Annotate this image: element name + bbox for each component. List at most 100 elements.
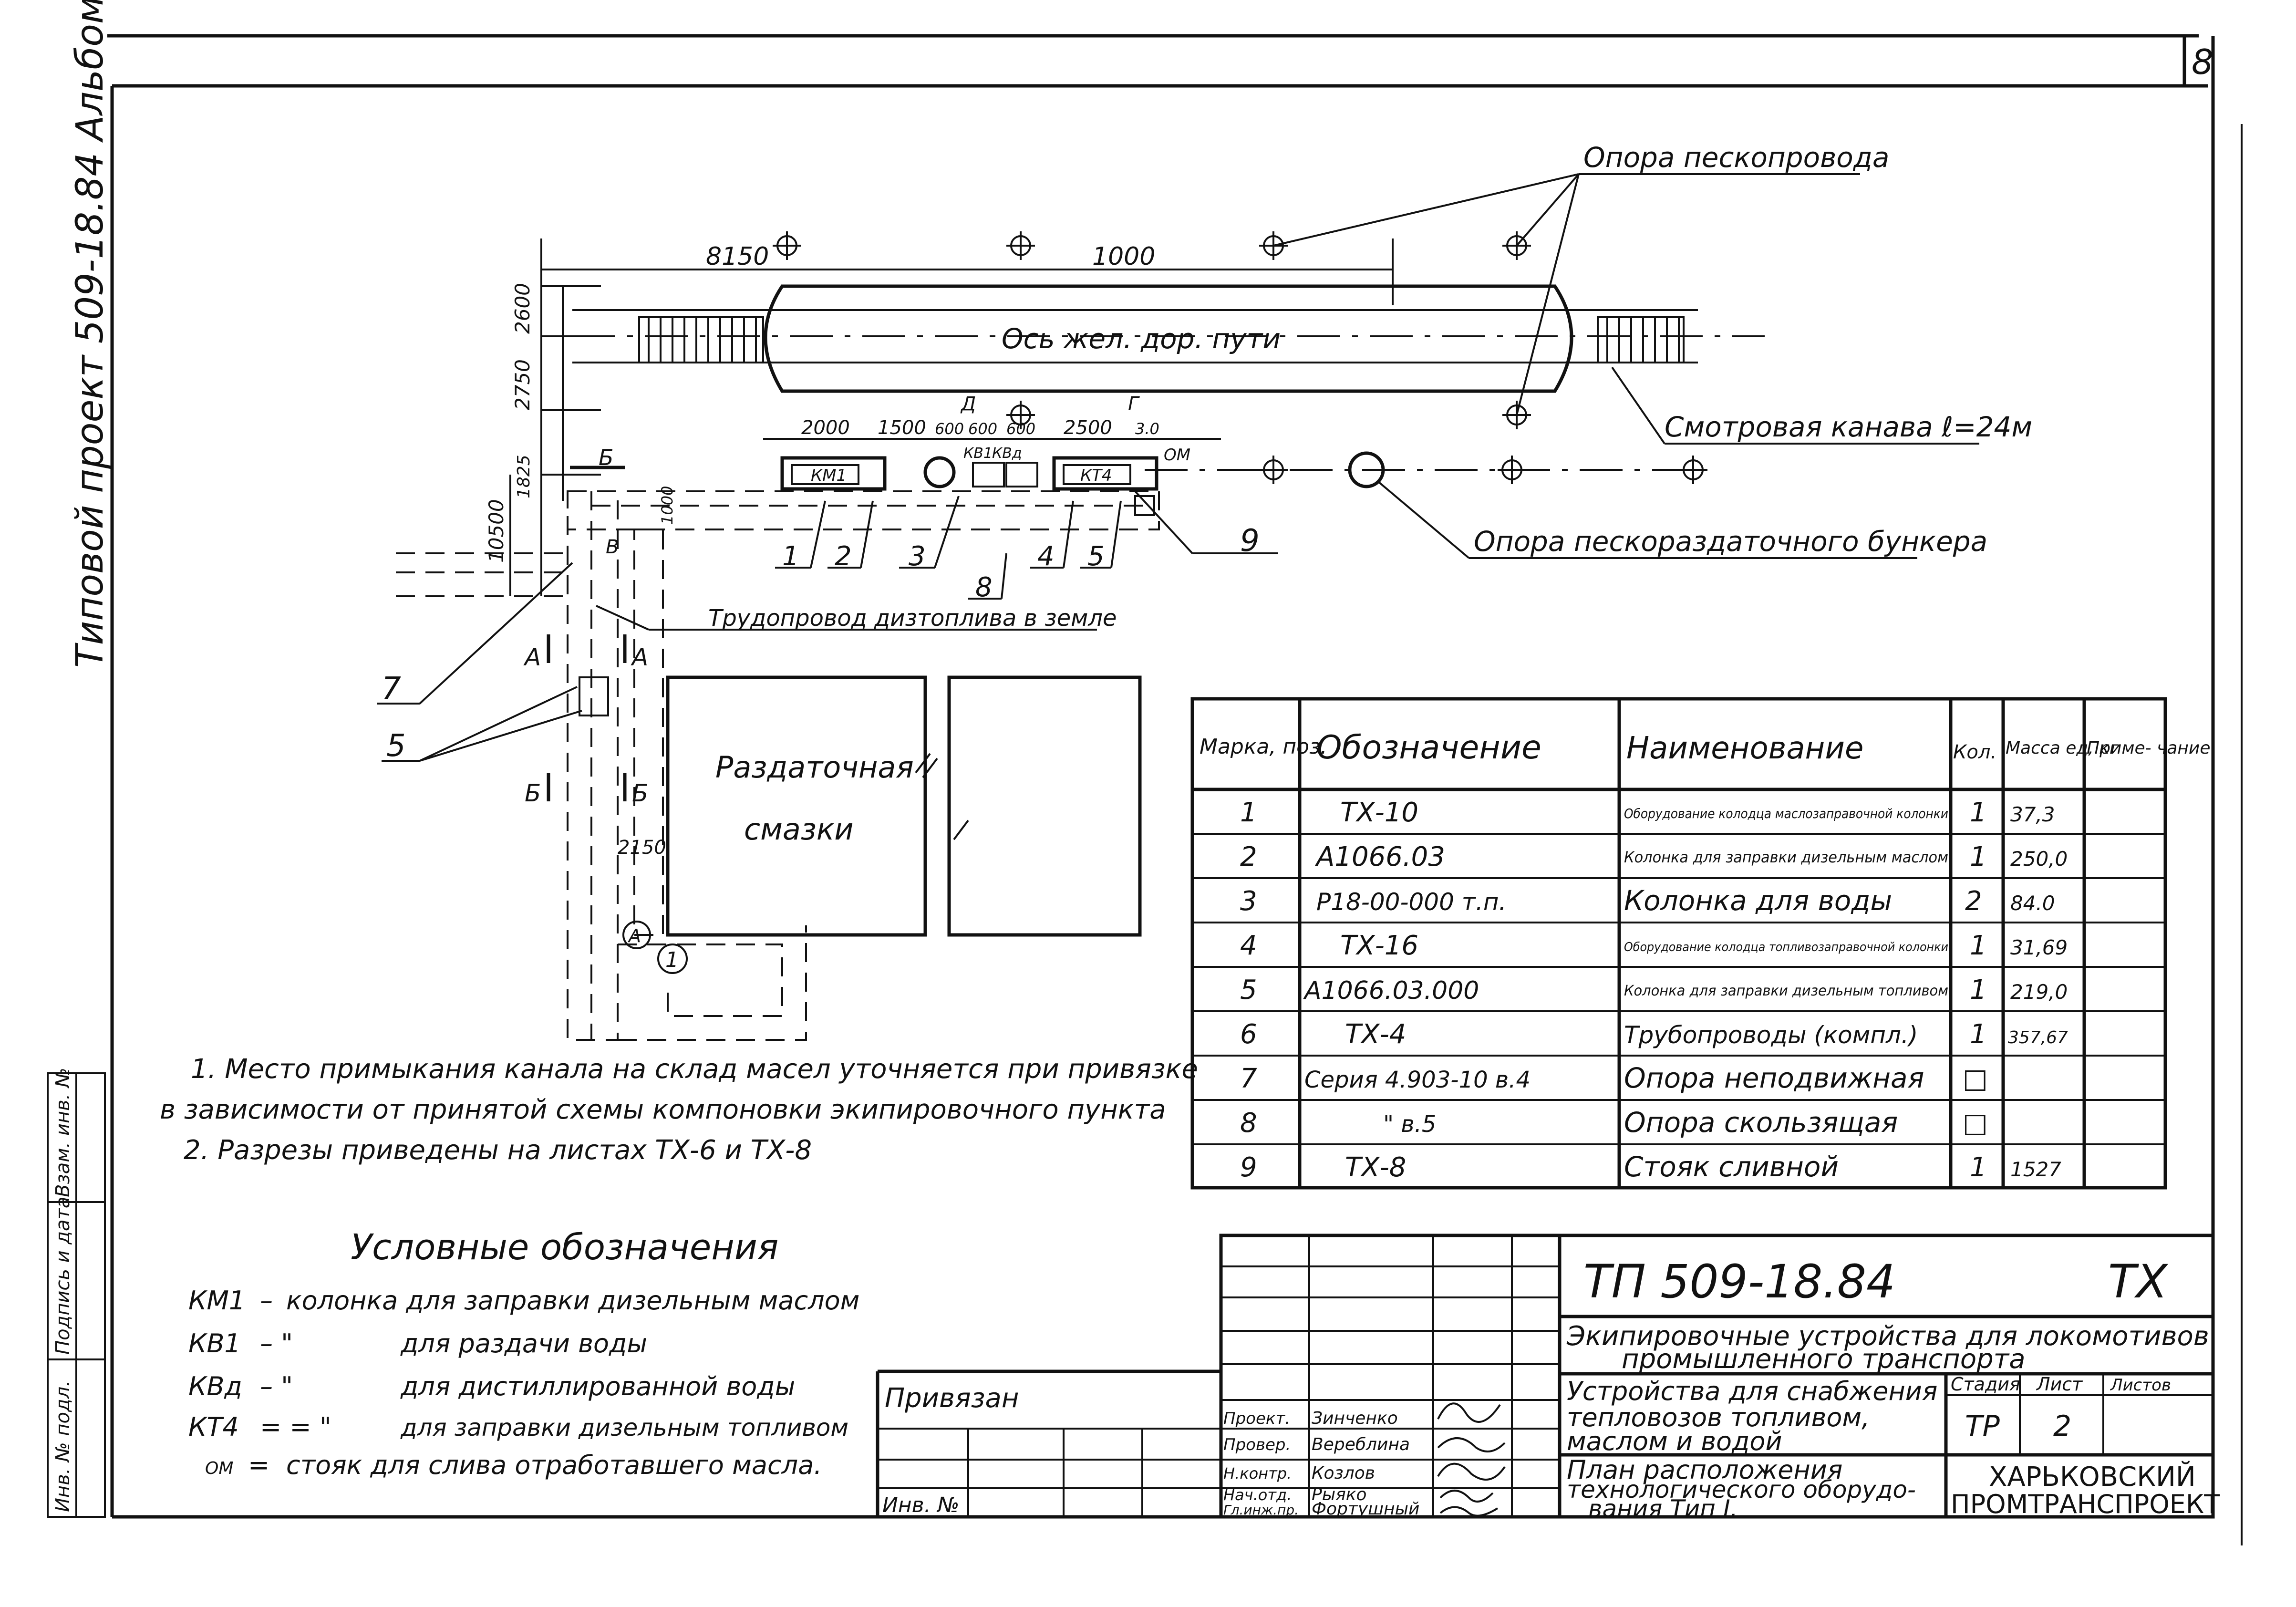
sec-v: В <box>606 536 619 558</box>
table-row: 8 " в.5 Опора скользящая □ <box>1240 1106 1988 1139</box>
stamp-vzam: Взам. инв. № <box>52 1068 74 1197</box>
tb-inv-no: Инв. № <box>882 1493 959 1517</box>
pos-5-left: 5 <box>386 728 406 764</box>
callout-bunker-support: Опора пескораздаточного бункера <box>1474 525 1987 558</box>
title-block-grid <box>876 1234 2215 1519</box>
tb-subtitle-3: маслом и водой <box>1567 1426 1782 1456</box>
signature-row: Провер. Вереблина <box>1223 1435 1410 1454</box>
spec-table-grid <box>1190 697 2167 1190</box>
legend-sep-4: = = " <box>260 1412 331 1442</box>
row4-mass: 31,69 <box>2010 936 2068 959</box>
row1-pos: 1 <box>1240 797 1257 828</box>
tb-stage: ТР <box>1965 1410 2000 1443</box>
row7-des: Серия 4.903-10 в.4 <box>1304 1067 1531 1093</box>
sig-role-5: Гл.инж.пр. <box>1223 1502 1299 1518</box>
dim-1825: 1825 <box>514 455 534 498</box>
row1-qty: 1 <box>1970 797 1987 828</box>
label-kvd: КВд <box>992 445 1022 462</box>
hatch-right <box>1606 317 1680 363</box>
equipment-boxes <box>780 456 1158 516</box>
side-label: Типовой проект 509-18.84 Альбом I <box>69 0 112 668</box>
pos-3: 3 <box>909 541 926 572</box>
legend-code-5: ОМ <box>205 1459 233 1478</box>
row8-pos: 8 <box>1240 1108 1257 1139</box>
dim-2150: 2150 <box>618 837 666 859</box>
callout-leaders <box>1134 173 1979 559</box>
sec-a-left: А <box>523 643 541 671</box>
th-designation: Обозначение <box>1316 729 1541 767</box>
row9-pos: 9 <box>1240 1152 1257 1183</box>
dim-600b: 600 <box>968 420 997 438</box>
legend-text-5: стояк для слива отработавшего масла. <box>286 1450 822 1480</box>
row5-qty: 1 <box>1970 975 1987 1006</box>
dim-600a: 600 <box>935 420 964 438</box>
th-qty: Кол. <box>1953 741 1996 763</box>
dim-1000-top: 1000 <box>1092 242 1155 271</box>
dimension-lines <box>509 238 1394 596</box>
row4-name: Оборудование колодца топливозаправочной … <box>1624 940 1948 954</box>
tb-section: ТХ <box>2108 1255 2169 1308</box>
pos-9: 9 <box>1240 523 1260 559</box>
left-leaders <box>377 562 609 762</box>
callout-fuel-pipe: Трудопровод дизтоплива в земле <box>708 605 1117 632</box>
row1-name: Оборудование колодца маслозаправочной ко… <box>1624 806 1948 821</box>
legend-item: КВд – " для дистиллированной воды <box>188 1371 795 1401</box>
dim-2600: 2600 <box>511 283 534 334</box>
sec-b-right: Б <box>632 779 648 807</box>
row2-des: А1066.03 <box>1315 841 1445 872</box>
row8-name: Опора скользящая <box>1624 1106 1898 1139</box>
dim-10500: 10500 <box>485 499 508 563</box>
legend-item: ОМ = стояк для слива отработавшего масла… <box>205 1450 822 1480</box>
tb-stage-header: Стадия <box>1951 1374 2020 1395</box>
tb-subtitle-2: тепловозов топливом, <box>1567 1402 1870 1432</box>
table-row: 6 ТХ-4 Трубопроводы (компл.) 1 357,67 <box>1240 1019 2068 1050</box>
dim-3-0: 3.0 <box>1135 420 1159 438</box>
label-om: ОМ <box>1164 446 1190 465</box>
fuel-pipe <box>396 552 1097 631</box>
tb-sheet-title-1: План расположения <box>1567 1455 1842 1485</box>
row9-mass: 1527 <box>2010 1158 2061 1181</box>
row2-name: Колонка для заправки дизельным маслом <box>1624 848 1948 866</box>
legend-text-4: для заправки дизельным топливом <box>400 1414 848 1441</box>
row8-des: " в.5 <box>1383 1111 1436 1138</box>
sig-name-2: Вереблина <box>1312 1435 1410 1454</box>
row7-qty: □ <box>1963 1063 1988 1094</box>
legend-item: КВ1 – " для раздачи воды <box>188 1328 647 1358</box>
tb-org-1: ХАРЬКОВСКИЙ <box>1989 1461 2196 1493</box>
dim-2750: 2750 <box>511 359 534 410</box>
pos-7: 7 <box>382 671 401 706</box>
row5-des: А1066.03.000 <box>1303 976 1479 1005</box>
distribution-room <box>666 675 1142 937</box>
legend-sep-1: – <box>260 1286 273 1316</box>
rail-track <box>572 284 1765 393</box>
row6-qty: 1 <box>1970 1019 1987 1050</box>
sig-role-2: Провер. <box>1223 1435 1291 1454</box>
sig-name-4: Рыяко <box>1312 1485 1367 1504</box>
row2-qty: 1 <box>1970 841 1987 872</box>
dim-600c: 600 <box>1006 420 1035 438</box>
row7-name: Опора неподвижная <box>1624 1062 1924 1094</box>
pos-4: 4 <box>1037 541 1055 572</box>
sheet-number: 8 <box>2192 42 2213 82</box>
dim-1500: 1500 <box>878 417 926 439</box>
hatch-left <box>648 317 757 363</box>
pos-2: 2 <box>835 541 852 572</box>
row9-name: Стояк сливной <box>1624 1151 1839 1183</box>
signature-scribbles <box>1437 1402 1506 1517</box>
legend-title: Условные обозначения <box>351 1227 778 1268</box>
pos-8: 8 <box>975 572 993 603</box>
th-name: Наименование <box>1626 731 1863 766</box>
tb-sheet-title-3: вания Тип I. <box>1588 1495 1738 1523</box>
sec-b-top: Б <box>599 445 614 470</box>
label-kt4: КТ4 <box>1080 466 1112 485</box>
th-note: Приме- чание <box>2087 738 2210 758</box>
sec-a-right: А <box>631 643 648 671</box>
margin-stamp <box>47 1072 106 1518</box>
section-marks <box>547 466 627 801</box>
legend-text-1: колонка для заправки дизельным маслом <box>286 1286 859 1316</box>
sig-name-1: Зинченко <box>1312 1409 1398 1428</box>
oil-channel <box>567 490 1160 1041</box>
th-mass: Масса ед, кг <box>2006 738 2119 758</box>
legend-item: КТ4 = = " для заправки дизельным топливо… <box>188 1412 848 1442</box>
row3-pos: 3 <box>1240 886 1257 917</box>
